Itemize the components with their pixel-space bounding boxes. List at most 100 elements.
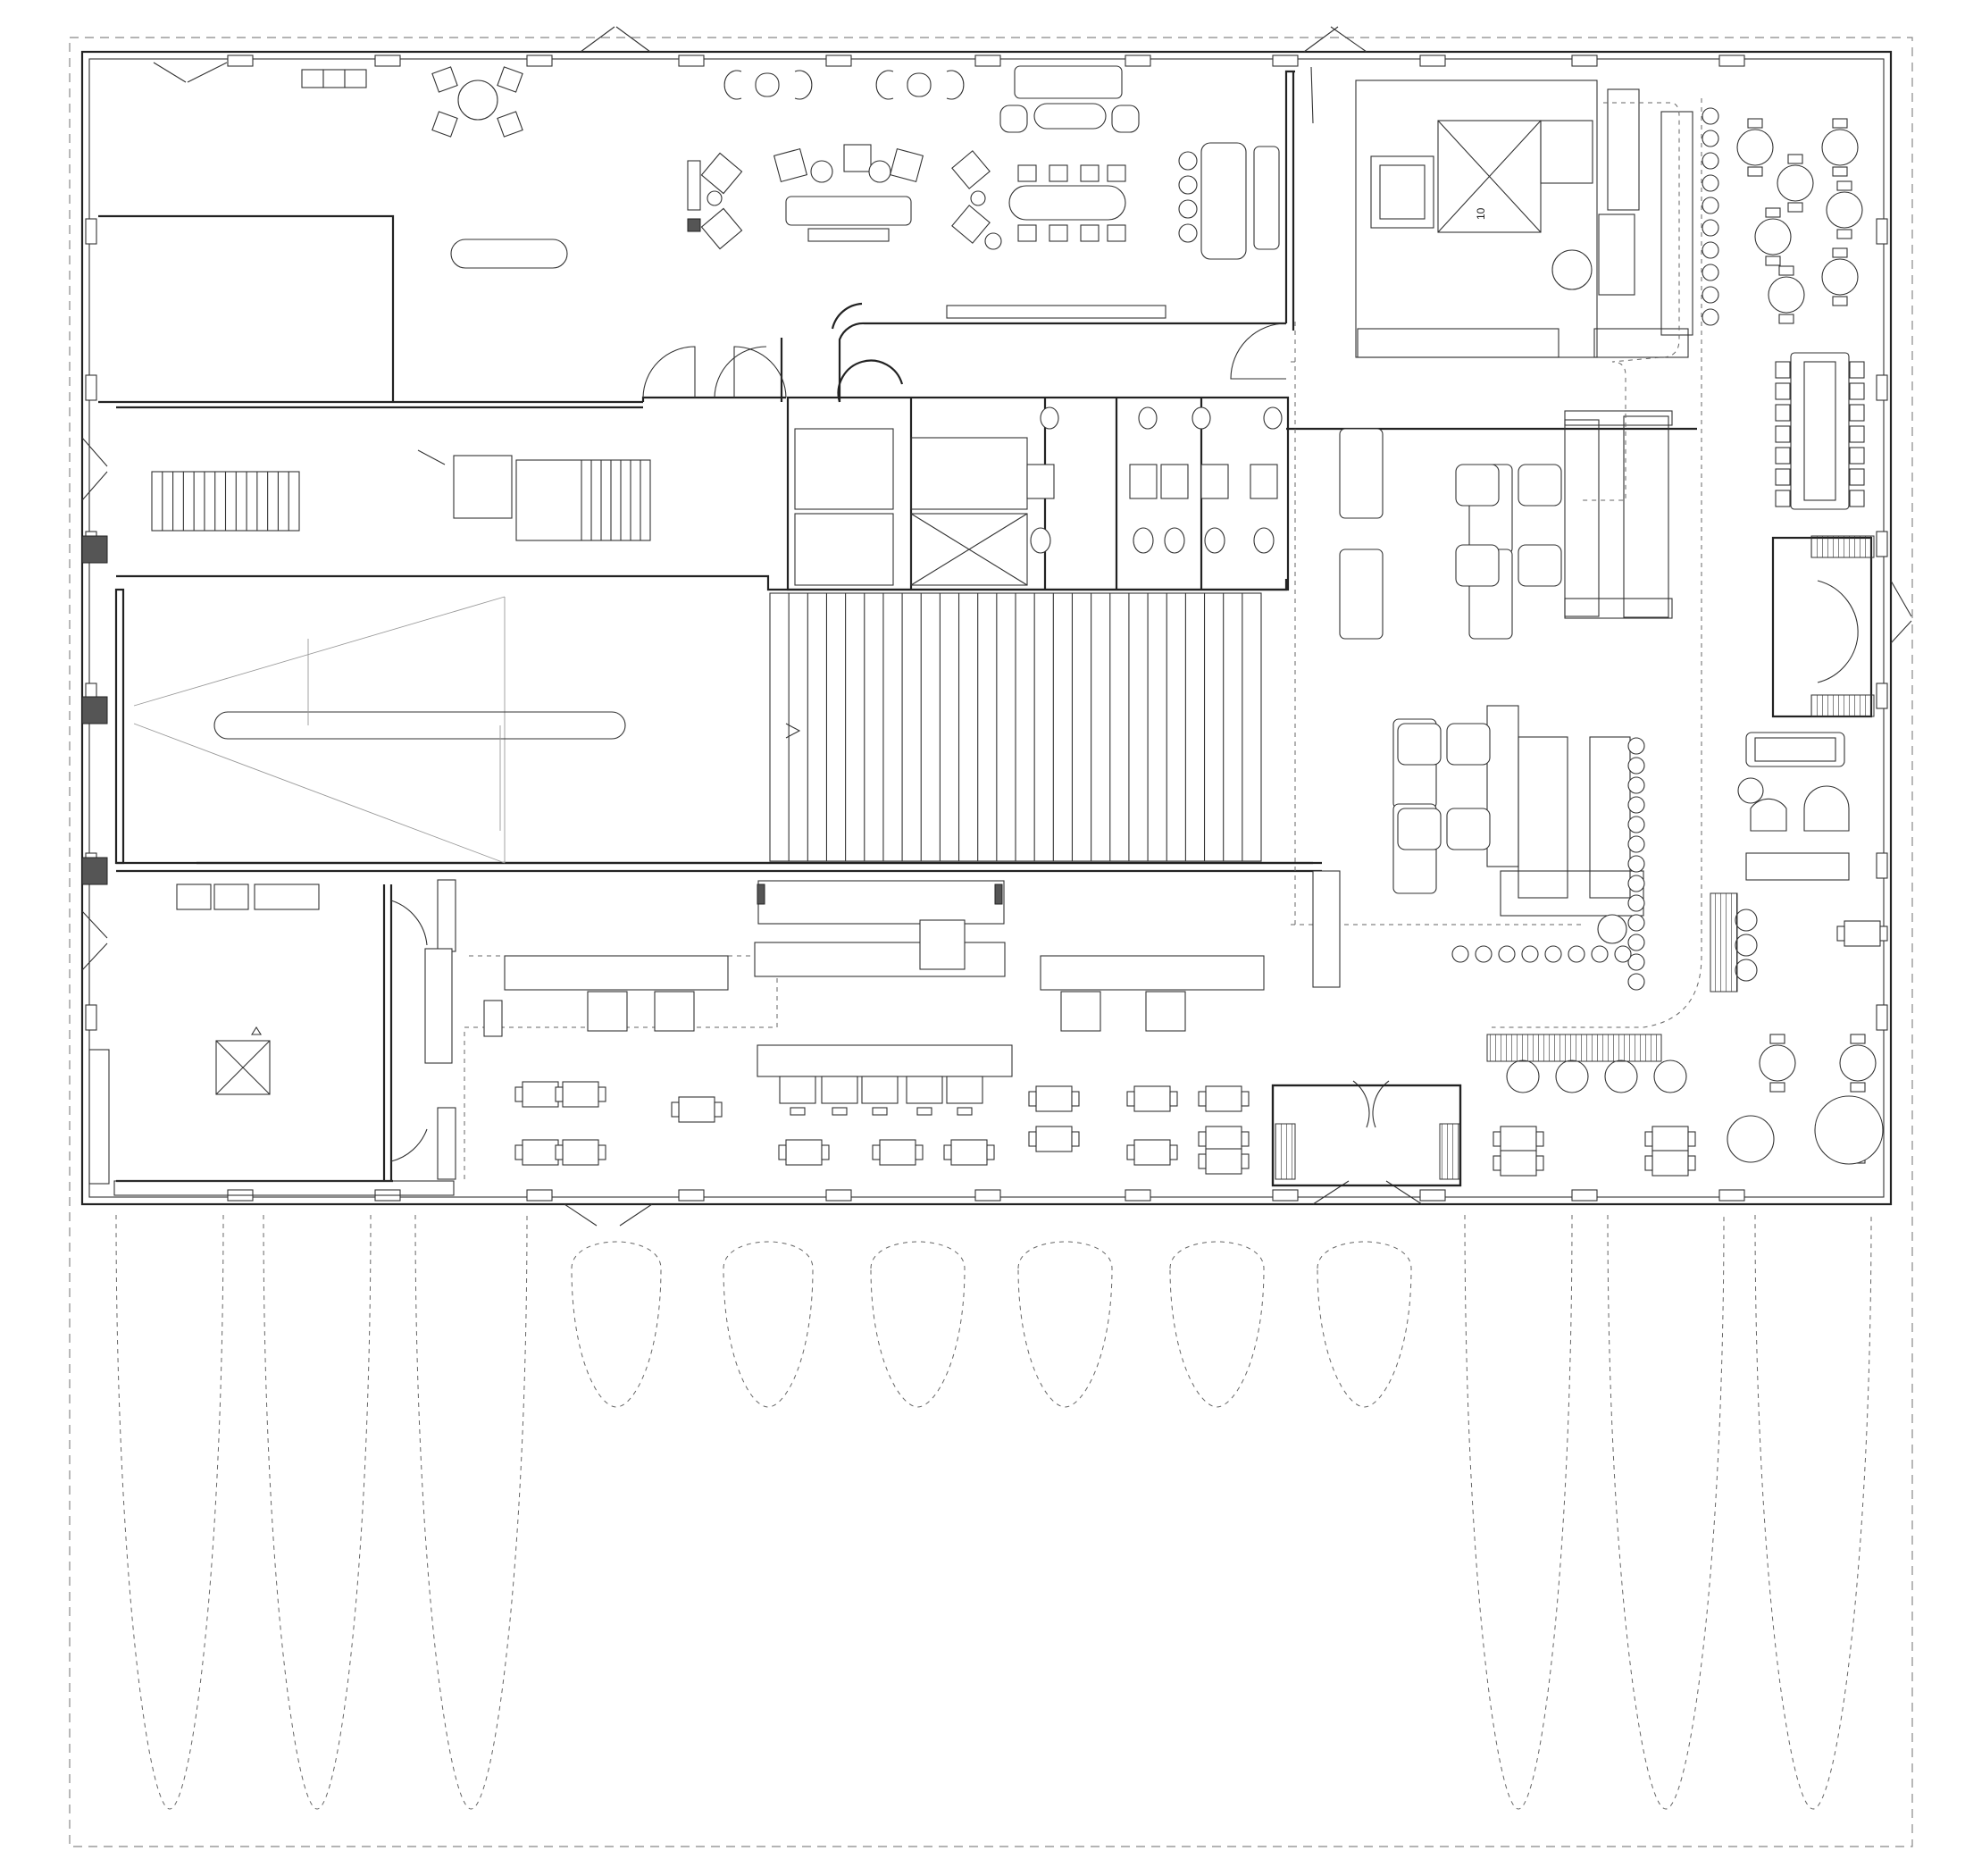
south-landscape-loops (115, 1214, 1872, 1810)
atrium-void (133, 596, 626, 864)
entrance-vestibule (1271, 892, 1738, 1187)
dining-table (1133, 1139, 1171, 1166)
dining-table (1035, 1126, 1073, 1152)
column (85, 218, 97, 245)
round-table (1506, 1059, 1540, 1093)
dining-table (1651, 1126, 1689, 1152)
dining-table (950, 1139, 988, 1166)
bar-stool (1498, 945, 1516, 963)
dining-table (785, 1139, 823, 1166)
chair (598, 1144, 606, 1160)
booth-seat (779, 1076, 816, 1104)
chair (916, 1107, 932, 1116)
partition-room-east (1737, 535, 1875, 881)
landscape-loop (263, 1214, 372, 1810)
chair (1241, 1153, 1250, 1169)
landscape-loop (115, 1214, 224, 1810)
bar-stool (1702, 241, 1719, 259)
round-table (1604, 1059, 1638, 1093)
chair (1644, 1131, 1653, 1147)
bar-stool (1627, 757, 1645, 775)
bar-stool (1702, 107, 1719, 125)
booth-seat (1455, 464, 1500, 507)
chair (1017, 224, 1037, 242)
chair (986, 1144, 995, 1160)
chair (1049, 224, 1068, 242)
toilet-bowl (1164, 527, 1185, 554)
bar-stool (1627, 875, 1645, 892)
chair (714, 1101, 723, 1118)
bar-stool (1627, 973, 1645, 991)
round-table (1814, 1095, 1884, 1165)
booth-seat (1518, 544, 1562, 587)
dining-table (654, 991, 695, 1032)
bar-stool (1627, 934, 1645, 951)
bar-stool (1614, 945, 1632, 963)
chair (790, 1107, 806, 1116)
round-table (1754, 218, 1792, 255)
dining-table (1205, 1148, 1242, 1175)
chair (1493, 1131, 1501, 1147)
bar-stool (1521, 945, 1539, 963)
toilet-bowl (1133, 527, 1154, 554)
chair (1644, 1155, 1653, 1171)
column (1718, 1189, 1745, 1202)
kitchen-northeast (1357, 88, 1693, 358)
round-table (1777, 164, 1814, 202)
landscape-loop (1169, 1241, 1265, 1408)
round-table (1839, 1044, 1877, 1082)
column (1876, 1004, 1888, 1031)
bar-stool (1627, 953, 1645, 971)
dining-table (562, 1139, 599, 1166)
chair (555, 1086, 564, 1102)
chair (1028, 1131, 1037, 1147)
bar-stool (1702, 174, 1719, 192)
bar-stool (1627, 776, 1645, 794)
toilet-bowl (1204, 527, 1225, 554)
south-dining-area (424, 870, 1341, 1180)
chair (1849, 382, 1865, 400)
chair (1849, 468, 1865, 486)
bar-stool (1702, 264, 1719, 281)
chair (1687, 1155, 1696, 1171)
landscape-loop (571, 1241, 662, 1408)
chair (1778, 314, 1794, 324)
column (85, 374, 97, 401)
sink (1040, 406, 1059, 430)
chair (1535, 1155, 1544, 1171)
bar-stool (1702, 197, 1719, 214)
dining-table (1133, 1085, 1171, 1112)
restroom-fixtures (1026, 406, 1283, 554)
chair (872, 1144, 881, 1160)
chair (671, 1101, 680, 1118)
booth-seat (1446, 808, 1491, 850)
booth-seat (1397, 723, 1442, 766)
chair (1832, 118, 1848, 129)
chair (1080, 224, 1100, 242)
column (825, 54, 852, 67)
dining-table (1651, 1150, 1689, 1177)
dining-table (587, 991, 628, 1032)
bar-stool (1702, 308, 1719, 326)
sink (1138, 406, 1158, 430)
west-stair (151, 455, 651, 541)
column (1876, 683, 1888, 709)
chair (1850, 1034, 1866, 1044)
column (1272, 54, 1299, 67)
bar-stool (1627, 796, 1645, 814)
chair (1241, 1131, 1250, 1147)
chair (1832, 247, 1848, 258)
chair (1049, 164, 1068, 182)
dining-table (1500, 1126, 1537, 1152)
bar-stool (1627, 914, 1645, 932)
interior-door-swings (390, 66, 1859, 1162)
bar-stool (1627, 894, 1645, 912)
dining-table (1205, 1085, 1242, 1112)
column (974, 54, 1001, 67)
chair (1769, 1034, 1785, 1044)
round-table (1821, 129, 1859, 166)
long-table-east (1775, 352, 1865, 510)
booth-seat (1455, 544, 1500, 587)
chair (1849, 490, 1865, 507)
column (1876, 374, 1888, 401)
